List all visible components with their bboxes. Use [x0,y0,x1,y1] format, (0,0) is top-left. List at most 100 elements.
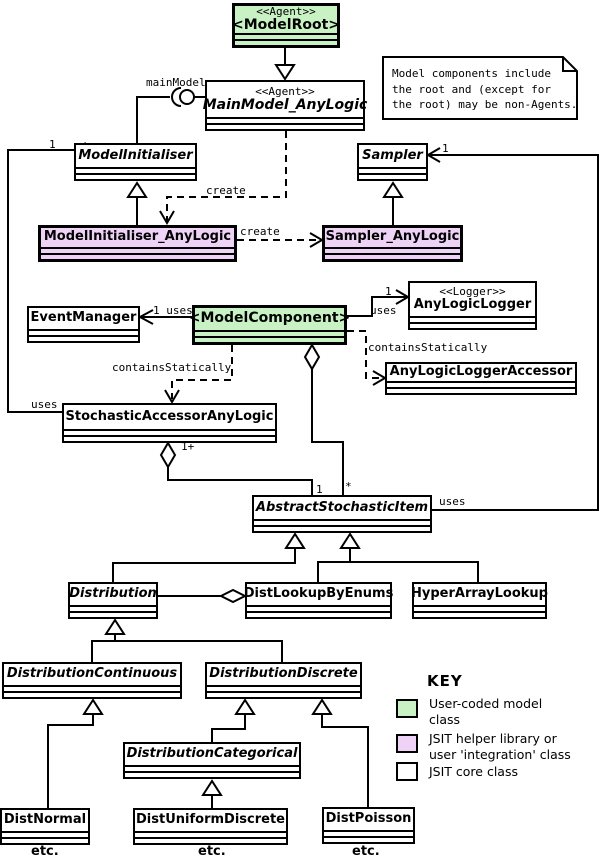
edge-mia-generalizes-modelinitialiser [126,181,148,225]
class-distributioncontinuous: DistributionContinuous [2,662,182,699]
edge-mainmodel-creates-mia [166,131,287,221]
operations-compartment [410,322,535,328]
class-sampler: Sampler [357,143,428,181]
attributes-compartment [29,329,138,335]
edge-distnormal-generalizes-continuous [47,698,104,808]
class-name-abstractitem: AbstractStochasticItem [255,499,429,515]
attributes-compartment [135,831,286,837]
attributes-compartment [414,605,545,611]
operations-compartment [2,837,88,843]
class-distnormal: DistNormal [0,808,90,845]
operations-compartment [135,837,286,843]
operations-compartment [64,435,275,441]
class-name-distnormal: DistNormal [3,812,87,828]
class-eventmanager: EventManager [27,306,140,343]
key-swatch-core [396,762,418,781]
label-sampler-uses: uses [439,495,466,508]
class-name-mainmodel: MainModel_AnyLogic [202,96,368,113]
note-line: the root) may be non-Agents. [392,98,578,111]
attributes-compartment [410,316,535,322]
attributes-compartment [41,247,234,253]
key-swatch-helper [396,734,418,753]
operations-compartment [207,123,363,129]
operations-compartment [29,335,138,341]
class-name-continuous: DistributionContinuous [6,666,178,682]
operations-compartment [414,611,545,617]
edge-modelcomponent-uses-eventmanager [137,309,192,325]
class-name-discrete: DistributionDiscrete [209,666,358,682]
edge-stochasticaccessor-uses-modelinitialiser [7,142,87,413]
class-name-distribution: Distribution [69,586,157,602]
edge-distpoisson-generalizes-discrete [311,698,369,807]
label-sampler-multiplicity: 1 [442,142,449,155]
label-eventmanager-uses: 1 uses [153,304,193,317]
class-distuniformdiscrete: DistUniformDiscrete [133,808,288,845]
edge-distuniform-generalizes-categorical [201,779,223,808]
attributes-compartment [207,685,360,691]
uml-note: Model components include the root and (e… [392,66,577,113]
class-modelinitialiser-anylogic: ModelInitialiser_AnyLogic [38,225,237,262]
key-title: KEY [427,672,463,690]
class-name-distuniform: DistUniformDiscrete [136,812,285,828]
operations-compartment [247,611,390,617]
class-distributiondiscrete: DistributionDiscrete [205,662,362,699]
operations-compartment [235,39,337,45]
class-name-sampler: Sampler [362,147,423,163]
class-modelcomponent: <ModelComponent> [189,305,350,345]
class-stochasticaccessoranylogic: StochasticAccessorAnyLogic [62,403,277,443]
class-name-distpoisson: DistPoisson [325,811,412,827]
class-sampler-anylogic: Sampler_AnyLogic [322,225,463,262]
class-anylogiclogger: <<Logger>> AnyLogicLogger [408,281,537,330]
class-modelinitialiser: ModelInitialiser [74,143,197,181]
label-containsstatically-logger: containsStatically [368,341,488,354]
key-label-helper: JSIT helper library or user 'integration… [429,731,571,762]
edge-subdistributions-generalize-distribution [91,618,283,662]
attributes-compartment [4,685,180,691]
attributes-compartment [235,33,337,39]
class-name-stochasticaccessor: StochasticAccessorAnyLogic [65,408,274,424]
class-hyperarraylookup: HyperArrayLookup [411,582,548,619]
etc-label-distpoisson: etc. [352,844,380,858]
attributes-compartment [2,831,88,837]
label-logger-uses: uses [370,304,397,317]
edge-modelcomponent-aggregates-abstractitem [303,343,344,495]
class-distpoisson: DistPoisson [322,807,415,844]
attributes-compartment [324,830,413,836]
class-name-mia: ModelInitialiser_AnyLogic [43,229,232,245]
label-item-multiplicity-many: * [345,480,352,493]
etc-label-distnormal: etc. [31,844,59,858]
edge-modelcomponent-contains-stochasticaccessor [171,345,233,399]
class-modelroot: <<Agent>> <ModelRoot> [232,3,340,48]
arrowhead-contains-stochasticaccessor [164,389,180,404]
edge-stochasticaccessor-aggregates-abstractitem [159,441,313,495]
class-mainmodel-anylogic: <<Agent>> MainModel_AnyLogic [202,80,368,131]
class-abstractstochasticitem: AbstractStochasticItem [252,495,432,533]
attributes-compartment [359,167,426,173]
operations-compartment [4,691,180,697]
edge-maininterface-lollipop [136,87,205,143]
label-containsstatically-stochastic: containsStatically [112,361,232,374]
note-shape [382,56,578,120]
operations-compartment [324,836,413,842]
attributes-compartment [387,381,575,387]
label-stochastic-multiplicity: 1+ [181,440,195,453]
class-name-modelinitialiser: ModelInitialiser [78,147,193,163]
attributes-compartment [247,605,390,611]
class-name-modelroot: <ModelRoot> [231,17,341,34]
operations-compartment [359,173,426,179]
edge-modelcomponent-contains-loggeraccessor [347,330,382,379]
class-name-eventmanager: EventManager [30,310,137,326]
key-label-user-coded: User-coded model class [429,696,543,727]
attributes-compartment [195,330,344,336]
edge-abstractitem-uses-sampler [426,147,599,511]
class-name-anylogiclogger: AnyLogicLogger [413,297,532,313]
class-name-distlookup: DistLookupByEnums [243,586,394,602]
operations-compartment [387,387,575,393]
attributes-compartment [207,117,363,123]
class-anylogicloggeraccessor: AnyLogicLoggerAccessor [385,362,577,395]
stereotype-agent: <<Agent>> [256,5,316,18]
label-mainmodel-interface: mainModel [146,76,206,89]
key-label-core: JSIT core class [429,764,518,779]
